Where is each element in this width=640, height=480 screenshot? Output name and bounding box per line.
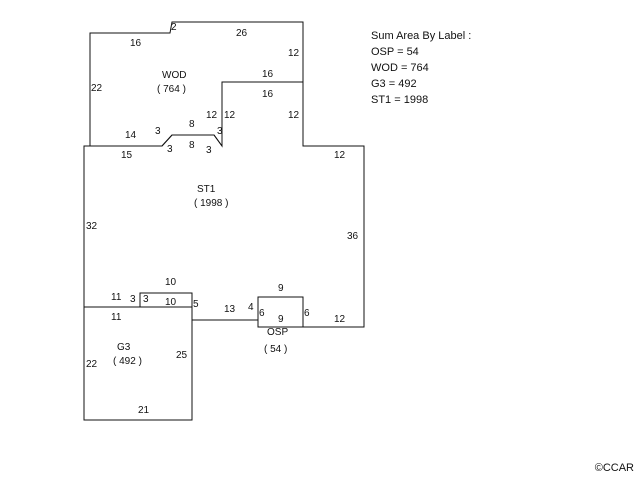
dim-label: 14: [125, 130, 137, 141]
wod-area-value: ( 764 ): [157, 84, 186, 95]
dim-label: 4: [248, 302, 254, 313]
dim-label: 12: [206, 110, 218, 121]
dim-label: 10: [165, 297, 177, 308]
summary-line: G3 = 492: [371, 78, 417, 90]
dim-label: 16: [130, 38, 142, 49]
dim-label: 12: [288, 48, 300, 59]
g3-area-value: ( 492 ): [113, 356, 142, 367]
dim-label: 6: [259, 308, 265, 319]
dim-label: 8: [189, 140, 195, 151]
summary-line: WOD = 764: [371, 62, 429, 74]
dim-label: 6: [304, 308, 310, 319]
dim-label: 16: [262, 89, 274, 100]
dim-label: 3: [217, 126, 223, 137]
dim-label: 3: [167, 144, 173, 155]
summary-line: ST1 = 1998: [371, 94, 429, 106]
dim-label: 10: [165, 277, 177, 288]
dim-label: 15: [121, 150, 133, 161]
dim-label: 3: [130, 294, 136, 305]
dim-label: 12: [334, 314, 346, 325]
g3-outline: [83, 292, 193, 421]
dim-label: 12: [224, 110, 236, 121]
dim-label: 26: [236, 28, 248, 39]
dim-label: 11: [111, 312, 122, 323]
dim-label: 2: [171, 22, 177, 33]
dim-label: 12: [334, 150, 346, 161]
osp-label: OSP: [267, 327, 288, 338]
area-summary: Sum Area By Label : OSP = 54 WOD = 764 G…: [371, 28, 471, 108]
dim-label: 3: [155, 126, 161, 137]
dim-label: 5: [193, 299, 199, 310]
st1-label: ST1: [197, 184, 216, 195]
osp-outline: [257, 296, 304, 328]
dim-label: 9: [278, 283, 284, 294]
dim-label: 13: [224, 304, 236, 315]
dim-label: 3: [143, 294, 149, 305]
dim-label: 3: [206, 145, 212, 156]
g3-label: G3: [117, 342, 131, 353]
st1-area-value: ( 1998 ): [194, 198, 228, 209]
dim-label: 25: [176, 350, 188, 361]
dim-label: 22: [86, 359, 98, 370]
dim-label: 22: [91, 83, 103, 94]
osp-area-value: ( 54 ): [264, 344, 287, 355]
dim-label: 16: [262, 69, 274, 80]
dim-label: 11: [111, 292, 122, 303]
copyright-mark: ©CCAR: [594, 462, 634, 474]
dim-label: 21: [138, 405, 150, 416]
dim-label: 12: [288, 110, 300, 121]
dim-label: 8: [189, 119, 195, 130]
dim-label: 32: [86, 221, 98, 232]
summary-line: OSP = 54: [371, 46, 419, 58]
wod-outline: [89, 21, 304, 148]
wod-label: WOD: [162, 70, 186, 81]
dim-label: 9: [278, 314, 284, 325]
summary-title: Sum Area By Label :: [371, 30, 472, 42]
dim-label: 36: [347, 231, 359, 242]
